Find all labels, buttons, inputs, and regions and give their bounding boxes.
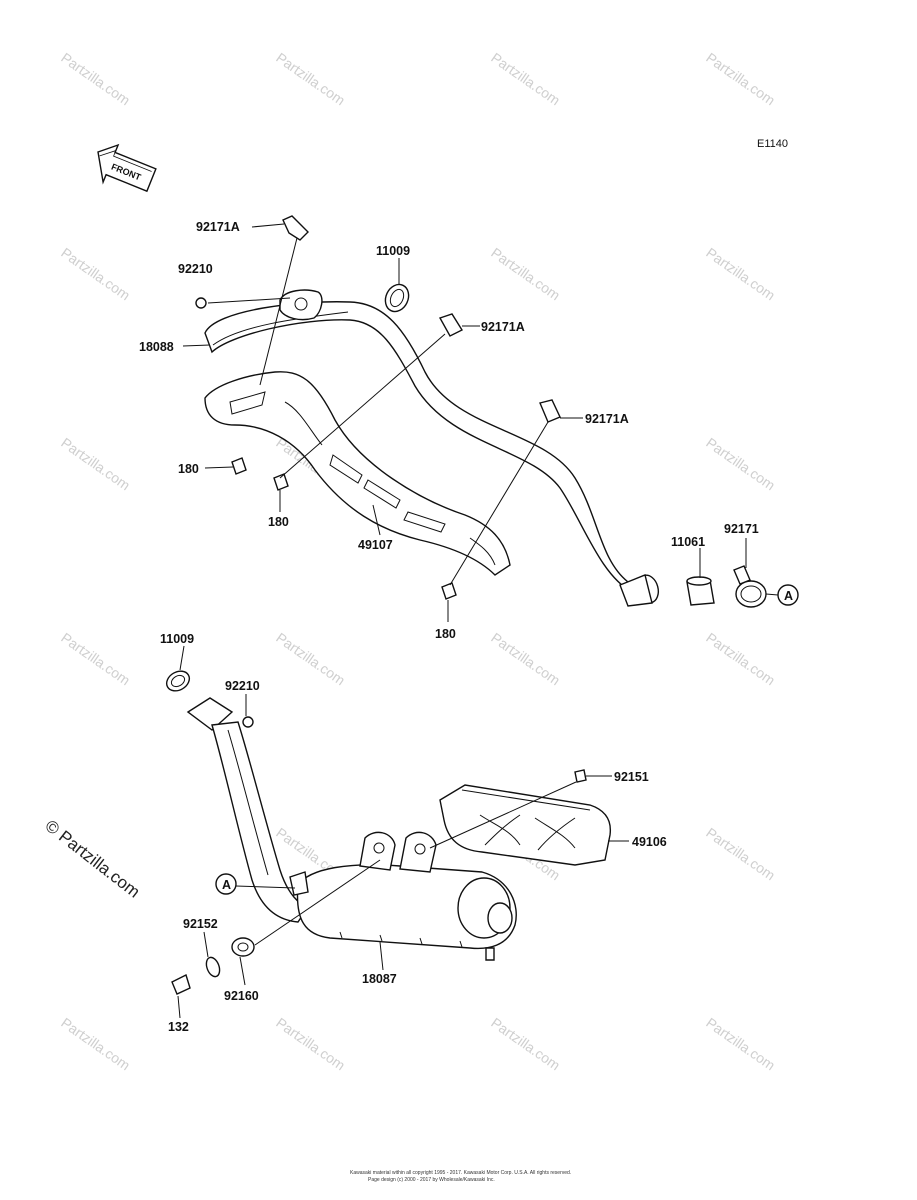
watermark: Partzilla.com — [488, 244, 563, 303]
label-nut-lower: 92210 — [225, 679, 260, 693]
watermark: Partzilla.com — [488, 629, 563, 688]
diagram-code: E1140 — [757, 138, 788, 150]
ref-letter-upper: A — [784, 589, 793, 603]
label-gasket-upper: 11009 — [376, 244, 410, 258]
label-bolt-mid: 180 — [268, 515, 289, 529]
watermark: Partzilla.com — [273, 629, 348, 688]
label-gasket-lower: 11009 — [160, 632, 194, 646]
screw-guard — [574, 769, 587, 783]
label-bolt-muffler: 132 — [168, 1020, 189, 1034]
label-muffler: 18087 — [362, 972, 397, 986]
heat-guard-lower — [439, 784, 612, 866]
gasket-upper — [384, 283, 410, 313]
washer — [205, 956, 221, 978]
part-labels: 92171A 92210 11009 18088 92171A 92171A 1… — [139, 220, 759, 1034]
pipe-sleeve — [686, 576, 715, 606]
watermark: Partzilla.com — [488, 1014, 563, 1073]
bracket-top — [282, 215, 309, 241]
heat-guard-upper — [204, 371, 511, 576]
watermark: Partzilla.com — [58, 629, 133, 688]
watermark-large: © Partzilla.com — [42, 816, 144, 902]
footer-copyright: Kawasaki material within all copyright 1… — [350, 1170, 571, 1176]
pipe-flange-lower — [186, 697, 234, 731]
label-pipe-upper: 18088 — [139, 340, 174, 354]
nut-upper — [195, 297, 207, 309]
nut-lower — [242, 716, 254, 728]
label-bracket-mid: 92171A — [481, 320, 525, 334]
bolt-mid — [273, 473, 289, 491]
bolt-muffler — [171, 974, 191, 995]
front-arrow-icon: FRONT — [97, 143, 157, 193]
label-screw-guard: 92151 — [614, 770, 649, 784]
watermark: Partzilla.com — [58, 49, 133, 108]
leader-lines — [177, 223, 779, 1019]
label-bracket-top: 92171A — [196, 220, 240, 234]
ref-circle-lower — [215, 873, 237, 895]
exhaust-pipe-upper — [204, 301, 660, 607]
label-damper: 92160 — [224, 989, 259, 1003]
label-bolt-low: 180 — [435, 627, 456, 641]
bracket-mid — [438, 313, 464, 337]
watermark: Partzilla.com — [703, 49, 778, 108]
label-guard-upper: 49107 — [358, 538, 393, 552]
label-bracket-right: 92171A — [585, 412, 629, 426]
gasket-lower — [165, 670, 191, 692]
watermark: Partzilla.com — [58, 1014, 133, 1073]
label-bolt-left: 180 — [178, 462, 199, 476]
watermark: Partzilla.com — [703, 824, 778, 883]
watermark: Partzilla.com — [58, 434, 133, 493]
damper — [231, 937, 255, 957]
label-clamp: 92171 — [724, 522, 759, 536]
bolt-left — [231, 457, 247, 475]
label-washer: 92152 — [183, 917, 218, 931]
bracket-right — [539, 399, 561, 423]
watermark: Partzilla.com — [488, 49, 563, 108]
flange-hole — [294, 297, 308, 311]
pipe-flange-upper — [279, 289, 323, 321]
footer-design: Page design (c) 2000 - 2017 by Wholesale… — [368, 1177, 495, 1183]
muffler — [289, 831, 517, 961]
label-guard-lower: 49106 — [632, 835, 667, 849]
watermark: Partzilla.com — [703, 244, 778, 303]
watermark: Partzilla.com — [58, 244, 133, 303]
watermark: Partzilla.com — [703, 434, 778, 493]
bolt-low — [441, 582, 457, 600]
label-nut-upper: 92210 — [178, 262, 213, 276]
ref-letter-lower: A — [222, 878, 231, 892]
watermark: Partzilla.com — [273, 49, 348, 108]
watermark: Partzilla.com — [273, 1014, 348, 1073]
label-sleeve: 11061 — [671, 535, 705, 549]
watermark: Partzilla.com — [703, 629, 778, 688]
pipe-clamp — [733, 565, 767, 608]
watermark: Partzilla.com — [703, 1014, 778, 1073]
